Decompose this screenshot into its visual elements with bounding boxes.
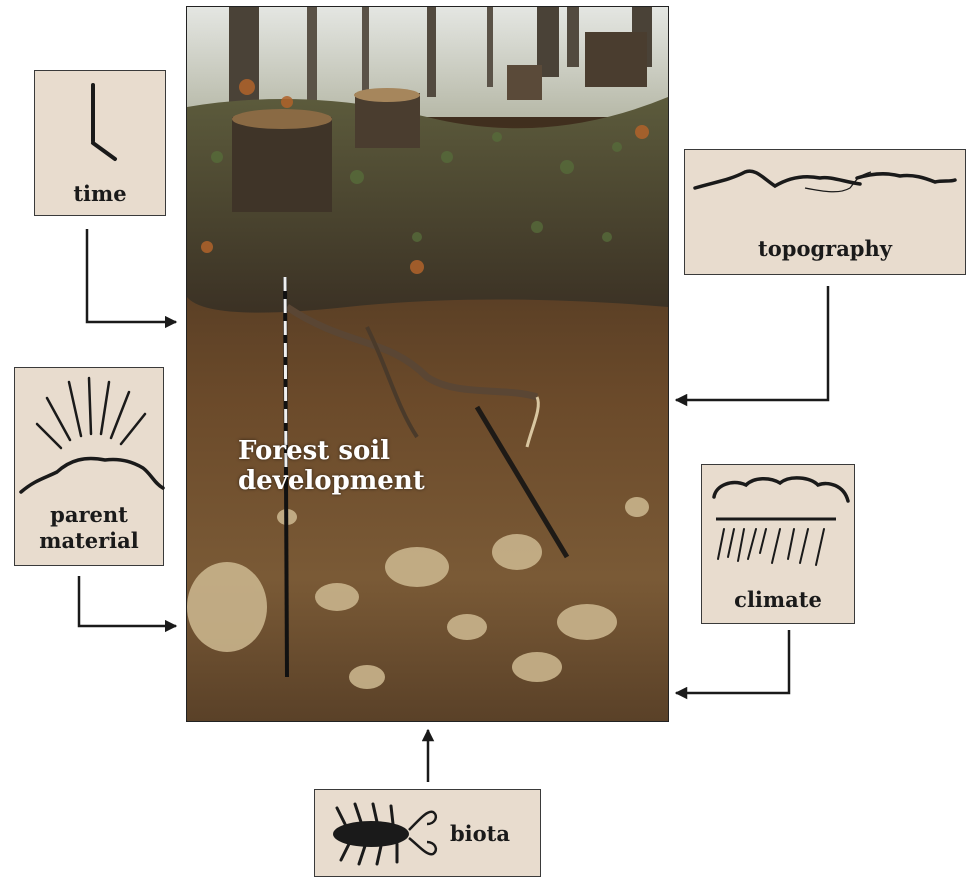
climate-arrow	[676, 630, 789, 693]
time-arrow	[87, 229, 176, 322]
topography-arrow	[676, 286, 828, 400]
parent-material-arrow	[79, 576, 176, 626]
